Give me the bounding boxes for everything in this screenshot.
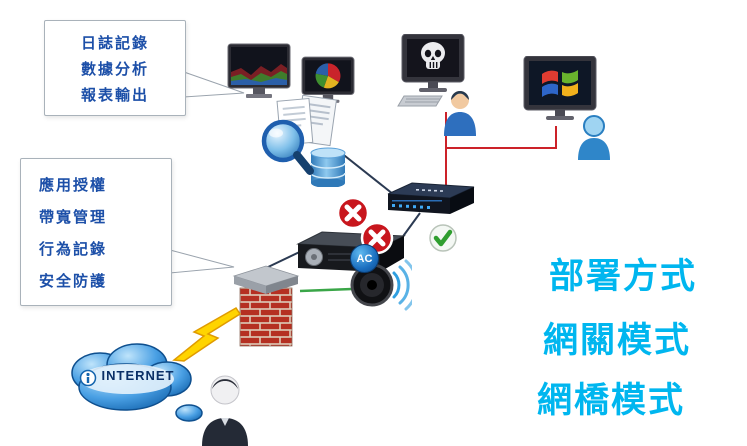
block-x-icon-1 xyxy=(336,196,370,230)
ac-badge: AC xyxy=(350,244,379,273)
callout-control-line: 行為記錄 xyxy=(39,240,108,258)
callout-control-tail xyxy=(169,249,235,274)
callout-control: 應用授權 帶寬管理 行為記錄 安全防護 xyxy=(20,158,172,306)
database-search-icon xyxy=(253,94,351,188)
person-icon xyxy=(196,372,254,446)
router-icon xyxy=(382,176,478,220)
callout-logging: 日誌記錄 數據分析 報表輸出 xyxy=(44,20,186,116)
callout-logging-line: 日誌記錄 xyxy=(80,34,149,52)
deployment-title: 部署方式 xyxy=(549,257,698,296)
messenger-contact-icon xyxy=(578,115,610,160)
connector-firewall-speaker xyxy=(299,287,353,293)
pie-chart-monitor-icon xyxy=(301,56,355,104)
callout-control-line: 帶寬管理 xyxy=(39,208,108,226)
connector-database-router xyxy=(339,151,399,199)
area-chart-monitor-icon xyxy=(226,42,292,100)
firewall-icon xyxy=(230,260,302,348)
connector-router-windows xyxy=(446,126,557,149)
callout-logging-line: 報表輸出 xyxy=(80,86,149,104)
info-icon xyxy=(79,369,97,387)
allow-check-icon xyxy=(428,223,458,253)
hacker-computer-icon xyxy=(396,33,484,136)
internet-label: INTERNET xyxy=(101,368,175,383)
lightning-icon xyxy=(170,306,242,364)
internet-cloud-icon xyxy=(55,335,205,433)
callout-logging-line: 數據分析 xyxy=(80,60,149,78)
deployment-mode-bridge: 網橋模式 xyxy=(537,381,686,420)
callout-control-line: 安全防護 xyxy=(39,272,108,290)
windows-computer-icon xyxy=(512,55,616,160)
deployment-mode-gateway: 網關模式 xyxy=(543,321,692,360)
callout-control-line: 應用授權 xyxy=(39,176,108,194)
